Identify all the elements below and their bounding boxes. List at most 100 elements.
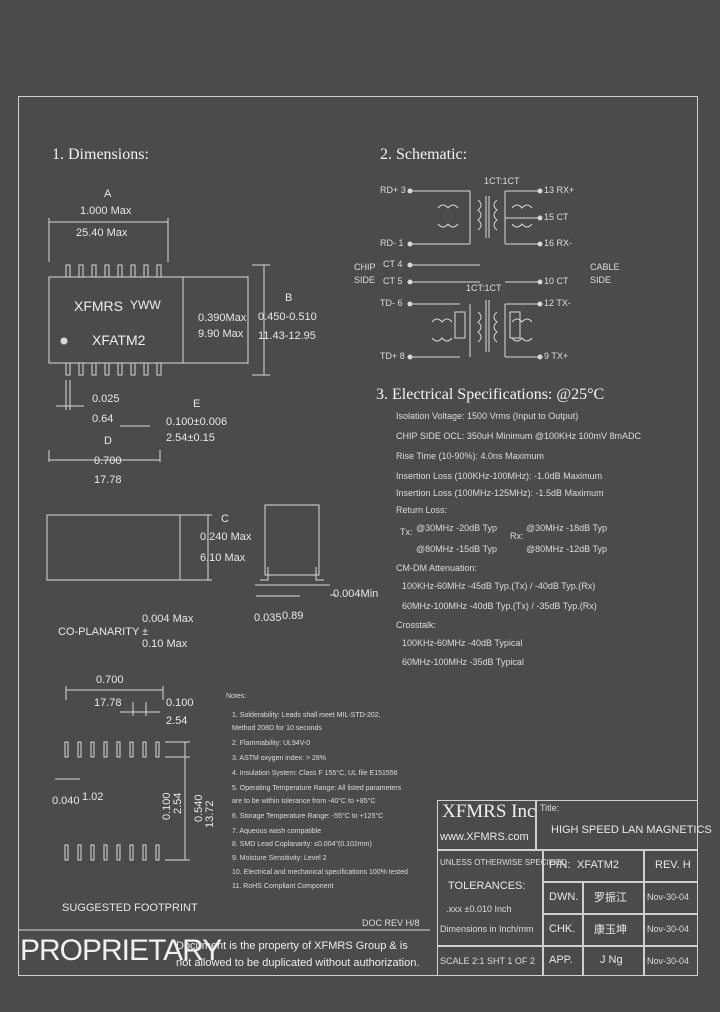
dim-c-mm: 6.10 Max [200,552,246,564]
tb-pn: XFATM2 [577,859,619,871]
dim-d-mm: 17.78 [94,474,122,486]
note-9: 9. Moisture Sensitivity: Level 2 [232,855,327,862]
fp-caption: SUGGESTED FOOTPRINT [62,902,198,914]
fp-w-in: 0.700 [96,674,124,686]
tb-app-date: Nov-30-04 [647,956,690,966]
fp-pad-mm: 1.02 [82,791,104,803]
pins-top [65,264,162,278]
spec-cm2: 60MHz-100MHz -40dB Typ.(Tx) / -35dB Typ.… [402,601,597,611]
dim-e-mm: 2.54±0.15 [166,432,215,444]
coplanarity-in: 0.004 Max [142,613,194,625]
part-number-marking: XFATM2 [92,332,146,348]
spec-cm1: 100KHz-60MHz -45dB Typ.(Tx) / -40dB Typ.… [402,581,596,591]
dim-a-in: 1.000 Max [80,205,132,217]
dim-h-mm: 9.90 Max [198,328,244,340]
dim-d-in: 0.700 [94,455,122,467]
tb-pn-cell [543,850,644,882]
cable-side-2: SIDE [590,275,612,285]
tb-dwn-label: DWN. [549,891,579,903]
note-5b: are to be within tolerance from -40°C to… [232,798,376,805]
dim-h-in: 0.390Max [198,312,247,324]
tb-dwn-sig: 罗振江 [594,892,627,904]
fp-w-mm: 17.78 [94,697,122,709]
spec-il2: Insertion Loss (100MHz-125MHz): -1.5dB M… [396,488,604,498]
fp-pad-in: 0.040 [52,795,80,807]
dim-pin-w-mm: 0.64 [92,413,114,425]
tb-app-label: APP. [549,954,573,966]
spec-ct2: 60MHz-100MHz -35dB Typical [402,657,524,667]
pin-ct15: 15 CT [544,212,569,222]
ratio-bottom: 1CT:1CT [466,283,502,293]
electrical-heading: 3. Electrical Specifications: @25°C [376,386,605,403]
dim-pin-w-in: 0.025 [92,393,120,405]
note-7: 7. Aqueous wash compatible [232,828,322,835]
proprietary-line1: Document is the property of XFMRS Group … [176,940,408,952]
note-4: 4. Insulation System: Class F 155°C, UL … [232,770,398,777]
part-body-side [46,514,181,581]
footprint-pads-bottom [64,844,160,861]
tb-tol-4: Dimensions in Inch/mm [440,924,534,934]
tb-dwn-label-cell [543,882,583,914]
dim-lead-mm: 0.89 [282,610,304,622]
cable-side-1: CABLE [590,262,620,272]
tb-dwn-sig-cell [583,882,644,914]
tb-chk-sig: 康玉坤 [594,924,627,936]
tb-dwn-date: Nov-30-04 [647,892,690,902]
dim-c-in: 0.240 Max [200,531,252,543]
tb-app-sig-cell [583,946,644,976]
coplanarity-mm: 0.10 Max [142,638,188,650]
dim-b-label: B [285,292,293,304]
dim-a-mm: 25.40 Max [76,227,128,239]
footprint-pads-top [64,741,160,758]
pin-ct5: CT 5 [383,276,403,286]
dim-standoff: 0.004Min [333,588,379,600]
dim-b-in: 0.450-0.510 [258,311,317,323]
pin-rd-plus: RD+ 3 [380,185,406,195]
pin-td-plus: TD+ 8 [380,351,405,361]
note-1a: 1. Solderability: Leads shall meet MIL-S… [232,712,381,719]
tb-tolerance-cell [437,850,543,946]
tb-pn-label: P/N: [549,859,571,871]
tb-company: XFMRS Inc [442,801,536,822]
spec-rx2: @80MHz -12dB Typ [526,544,608,554]
tb-chk-date: Nov-30-04 [647,924,690,934]
dimensions-heading: 1. Dimensions: [52,146,149,163]
tb-chk-label: CHK. [549,923,576,935]
pin-tx-plus: 9 TX+ [544,351,569,361]
note-3: 3. ASTM oxygen index: > 28% [232,755,326,762]
spec-tx1: @30MHz -20dB Typ [416,523,498,533]
spec-cm-title: CM-DM Attenuation: [396,563,478,573]
tb-scale: SCALE 2:1 SHT 1 OF 2 [440,956,535,966]
dim-c-label: C [221,513,229,525]
pins-bottom [65,362,162,376]
tb-app-date-cell [644,946,698,976]
tb-dwn-date-cell [644,882,698,914]
part-datecode: YWW [130,298,161,312]
dim-d-label: D [104,435,112,447]
tb-url: www.XFMRS.com [440,831,529,843]
coplanarity-label: CO-PLANARITY ± [58,626,149,638]
dim-e-in: 0.100±0.006 [166,416,228,428]
drawing-frame [18,96,698,976]
tb-chk-date-cell [644,914,698,946]
proprietary-word: PROPRIETARY [20,934,222,967]
dim-b-mm: 11.43-12.95 [258,330,316,342]
note-6: 6. Storage Temperature Range: -55°C to +… [232,813,384,820]
tb-rev-cell [644,850,698,882]
chip-side-1: CHIP [354,262,376,272]
note-1b: Method 208D for 10 seconds [232,725,322,732]
dim-e-label: E [193,398,201,410]
spec-ct1: 100KHz-60MHz -40dB Typical [402,638,523,648]
spec-ocl: CHIP SIDE OCL: 350uH Minimum @100KHz 100… [396,431,642,441]
spec-rl-title: Return Loss: [396,505,448,515]
pin-rx-minus: 16 RX- [544,238,573,248]
tb-tol-1: UNLESS OTHERWISE SPECIFIED [440,858,567,867]
tb-chk-label-cell [543,914,583,946]
pin-ct4: CT 4 [383,259,403,269]
spec-rx-label: Rx: [510,531,524,541]
tb-app-sig: J Ng [600,954,623,966]
schematic-pin-dots [407,188,543,360]
tb-company-cell [437,800,536,850]
tb-title-label: Title: [540,803,560,813]
note-2: 2. Flammability: UL94V-0 [232,740,311,747]
